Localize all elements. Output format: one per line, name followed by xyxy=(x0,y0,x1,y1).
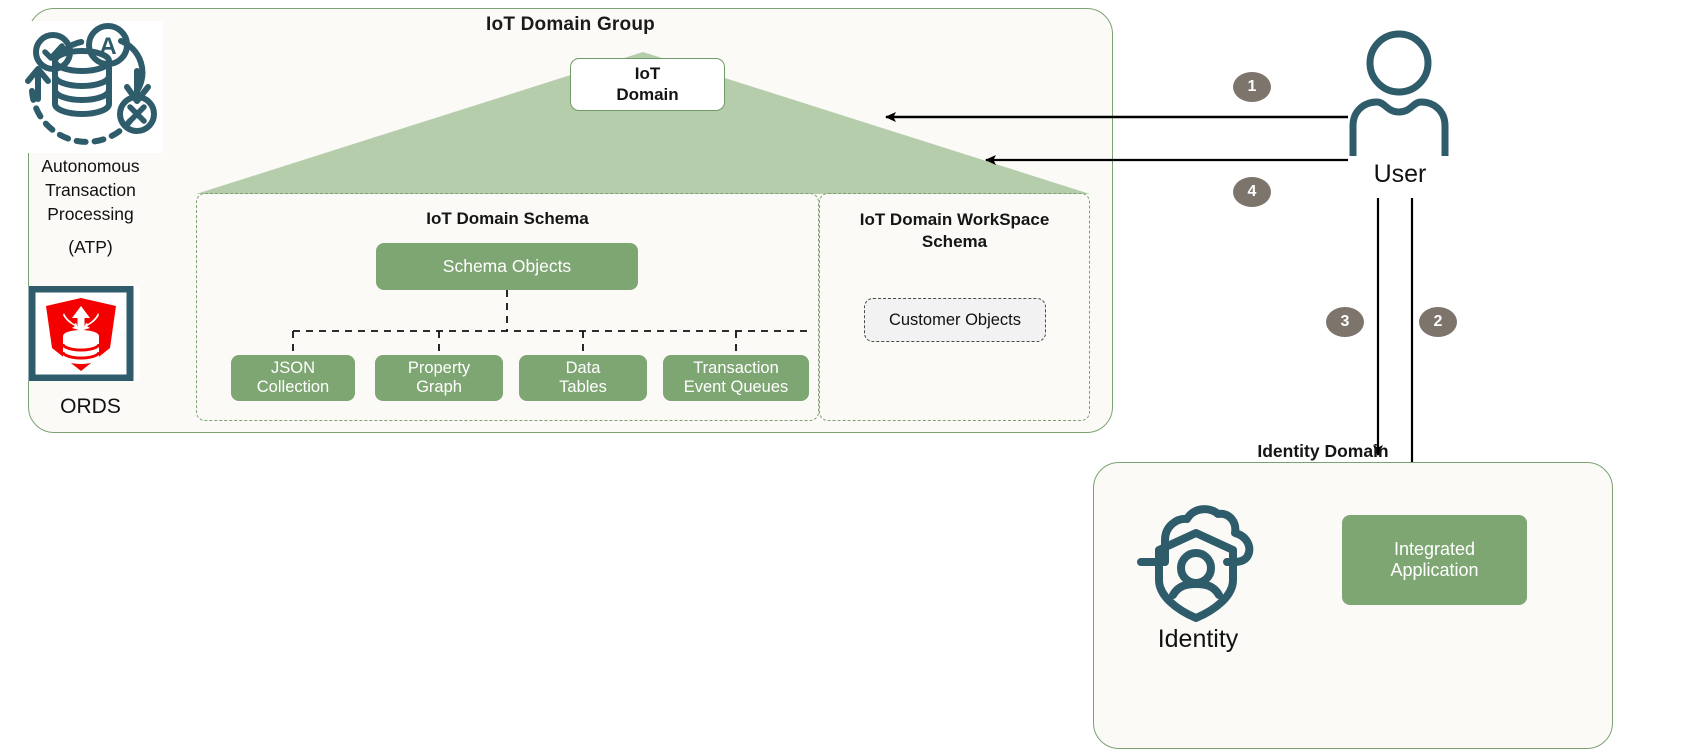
step-badge-4-label: 4 xyxy=(1247,183,1257,200)
step-badge-3: 3 xyxy=(1326,307,1364,337)
data-tables-box[interactable]: Data Tables xyxy=(519,355,647,401)
json-collection-line1: JSON xyxy=(270,358,315,377)
transaction-event-queues-box[interactable]: Transaction Event Queues xyxy=(663,355,809,401)
atp-abbreviation: (ATP) xyxy=(68,237,113,257)
property-graph-line2: Graph xyxy=(416,378,462,396)
identity-cloud-shield-person-icon xyxy=(1133,500,1263,622)
identity-domain-title: Identity Domain xyxy=(1257,441,1389,461)
iot-domain-group-title: IoT Domain Group xyxy=(486,14,655,35)
workspace-title-line2: Schema xyxy=(921,232,988,252)
iot-domain-box-line1: IoT xyxy=(634,64,661,84)
ords-icon-background xyxy=(22,285,140,382)
identity-label: Identity xyxy=(1157,625,1239,653)
domain-hierarchy-triangle xyxy=(196,52,1090,194)
atp-label-line1: Autonomous xyxy=(41,156,140,176)
x-circle-icon xyxy=(117,94,157,134)
atp-label-line2: Transaction xyxy=(45,179,136,200)
data-tables-line1: Data xyxy=(565,358,601,377)
iot-domain-schema-title: IoT Domain Schema xyxy=(426,209,589,228)
iot-domain-box-line2: Domain xyxy=(616,84,679,104)
database-cylinder-icon xyxy=(52,48,112,117)
step-badge-2-label: 2 xyxy=(1433,313,1443,330)
ords-shield-database-icon xyxy=(28,285,134,382)
property-graph-line1: Property xyxy=(407,358,471,377)
step-badge-4: 4 xyxy=(1233,177,1271,207)
customer-objects-label: Customer Objects xyxy=(888,310,1022,329)
data-tables-line2: Tables xyxy=(559,378,607,396)
atp-label-line3: Processing xyxy=(47,203,134,224)
iot-domain-box[interactable]: IoT Domain xyxy=(570,58,725,111)
autonomous-transaction-processing-icon: A xyxy=(25,23,157,145)
schema-objects-box[interactable]: Schema Objects xyxy=(376,243,638,290)
iot-domain-workspace-schema-title: IoT Domain WorkSpace Schema xyxy=(819,209,1090,253)
ords-label: ORDS xyxy=(60,395,121,418)
user-person-icon xyxy=(1345,28,1453,156)
step-badge-1: 1 xyxy=(1233,72,1271,102)
transaction-event-queues-line1: Transaction xyxy=(693,358,779,377)
json-collection-line2: Collection xyxy=(256,378,330,396)
integrated-application-box[interactable]: Integrated Application xyxy=(1342,515,1527,605)
transaction-event-queues-line2: Event Queues xyxy=(683,378,789,396)
schema-objects-label: Schema Objects xyxy=(442,256,572,277)
iot-domain-schema-panel xyxy=(196,193,819,421)
atp-label: Autonomous Transaction Processing xyxy=(8,155,173,227)
workspace-title-line1: IoT Domain WorkSpace xyxy=(859,210,1050,229)
property-graph-box[interactable]: Property Graph xyxy=(375,355,503,401)
integrated-application-line2: Application xyxy=(1390,560,1479,580)
step-badge-1-label: 1 xyxy=(1247,78,1257,95)
step-badge-2: 2 xyxy=(1419,307,1457,337)
integrated-application-line1: Integrated xyxy=(1393,538,1476,559)
json-collection-box[interactable]: JSON Collection xyxy=(231,355,355,401)
customer-objects-box[interactable]: Customer Objects xyxy=(864,298,1046,342)
step-badge-3-label: 3 xyxy=(1340,313,1350,330)
iot-domain-workspace-schema-panel xyxy=(819,193,1090,421)
user-label: User xyxy=(1373,160,1427,188)
atp-icon-background: A xyxy=(18,21,163,153)
